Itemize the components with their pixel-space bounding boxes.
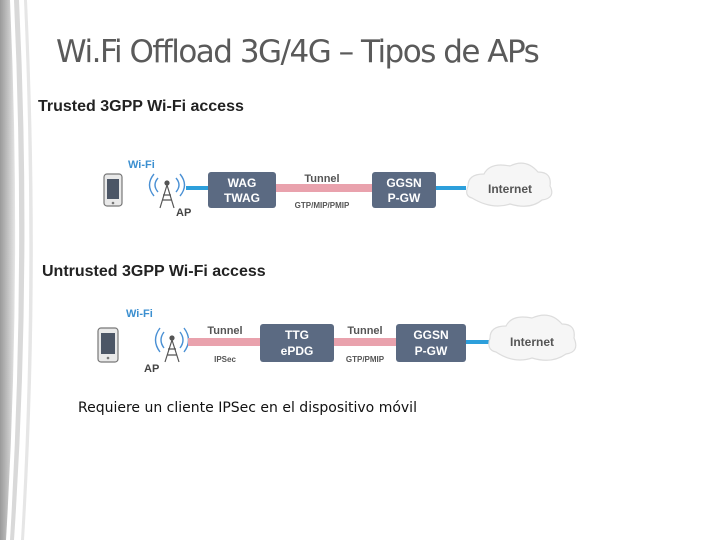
internet-cloud-icon: Internet bbox=[466, 162, 553, 207]
ap-label: AP bbox=[176, 207, 191, 219]
wag-label: WAG bbox=[228, 176, 257, 190]
ggsn-label: GGSN bbox=[386, 176, 421, 190]
access-point-tower-icon bbox=[164, 335, 180, 363]
ggsn-pgw-node: GGSN P-GW bbox=[372, 172, 436, 208]
epdg-label: ePDG bbox=[281, 344, 314, 358]
ipsec-tunnel-pipe bbox=[188, 338, 260, 346]
untrusted-diagram: Wi-Fi AP Tunnel IPSec TTG ePDG Tunnel GT… bbox=[97, 308, 577, 375]
tunnel-pipe bbox=[276, 184, 372, 192]
link-pgw-internet bbox=[436, 186, 466, 190]
ttg-epdg-node: TTG ePDG bbox=[260, 324, 334, 362]
untrusted-heading: Untrusted 3GPP Wi-Fi access bbox=[42, 263, 266, 280]
tunnel-protocols: GTP/MIP/PMIP bbox=[295, 201, 350, 210]
twag-label: TWAG bbox=[224, 191, 260, 205]
wifi-label: Wi-Fi bbox=[128, 159, 155, 171]
trusted-heading: Trusted 3GPP Wi-Fi access bbox=[38, 98, 244, 115]
smartphone-icon bbox=[103, 173, 123, 207]
pgw-label: P-GW bbox=[415, 344, 448, 358]
internet-label: Internet bbox=[510, 335, 554, 349]
wifi-label: Wi-Fi bbox=[126, 308, 153, 320]
left-border-decoration bbox=[0, 0, 33, 540]
ap-label: AP bbox=[144, 363, 159, 375]
trusted-diagram: Wi-Fi AP WAG TWAG Tunnel GTP/MIP/PMIP GG… bbox=[103, 159, 553, 219]
internet-label: Internet bbox=[488, 182, 532, 196]
wag-twag-node: WAG TWAG bbox=[208, 172, 276, 208]
tunnel2-protocols: GTP/PMIP bbox=[346, 355, 385, 364]
wifi-signal-icon bbox=[148, 173, 186, 197]
pgw-label: P-GW bbox=[388, 191, 421, 205]
ipsec-note: Requiere un cliente IPSec en el disposit… bbox=[78, 400, 417, 416]
ttg-label: TTG bbox=[285, 328, 309, 342]
access-point-tower-icon bbox=[159, 180, 175, 209]
internet-cloud-icon: Internet bbox=[488, 314, 577, 361]
tunnel1-protocol: IPSec bbox=[214, 355, 236, 364]
link-ap-wag bbox=[186, 186, 208, 190]
tunnel2-label: Tunnel bbox=[347, 325, 382, 337]
tunnel-label: Tunnel bbox=[304, 173, 339, 185]
link-pgw-internet bbox=[466, 340, 490, 344]
slide-title: Wi.Fi Offload 3G/4G – Tipos de APs bbox=[56, 34, 540, 70]
tunnel1-label: Tunnel bbox=[207, 325, 242, 337]
ggsn-label: GGSN bbox=[413, 328, 448, 342]
gtp-tunnel-pipe bbox=[334, 338, 396, 346]
ggsn-pgw-node: GGSN P-GW bbox=[396, 324, 466, 362]
smartphone-icon bbox=[97, 327, 119, 363]
